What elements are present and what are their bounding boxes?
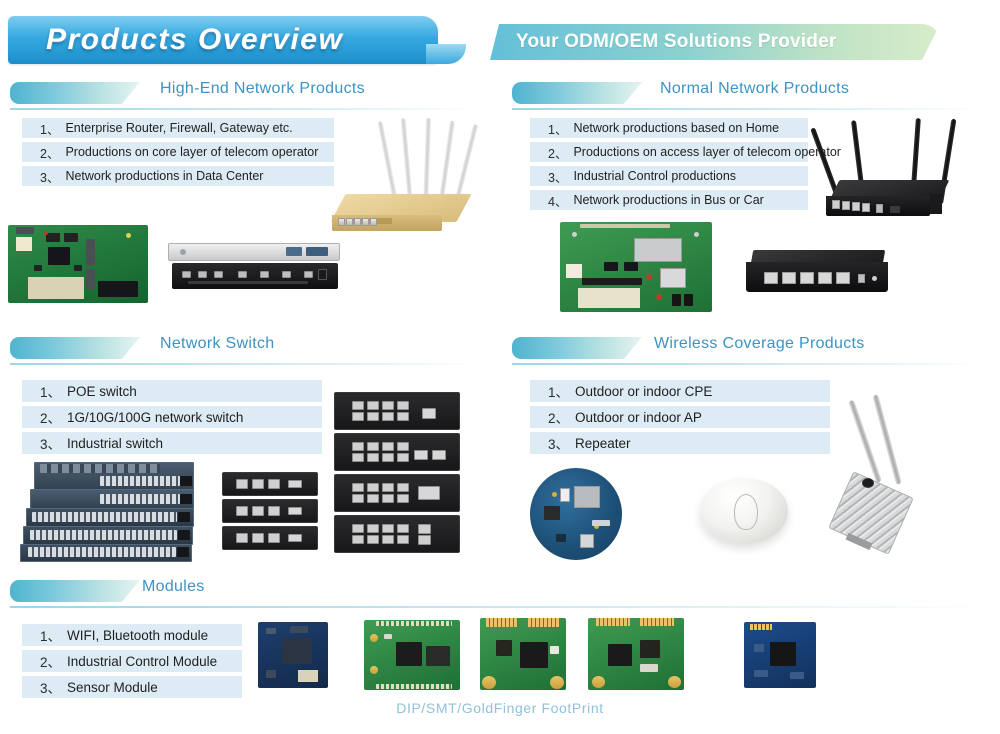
section-swoosh-icon [10,82,140,104]
list-item: 4、 Network productions in Bus or Car [530,190,808,210]
list-item-number: 4、 [548,194,568,209]
list-item: 1、 Enterprise Router, Firewall, Gateway … [22,118,334,138]
list-item-number: 1、 [548,385,570,400]
list-switch: 1、 POE switch 2、 1G/10G/100G network swi… [22,380,322,458]
list-item-number: 3、 [548,170,568,185]
tagline-plate [490,24,940,60]
section-swoosh-icon [512,82,642,104]
section-header-switch: Network Switch [10,335,480,367]
blue-module-board [744,622,816,688]
poe-switch-stack [334,392,460,554]
list-item-number: 1、 [40,122,60,137]
list-item-number: 3、 [40,681,62,696]
list-item: 3、 Industrial switch [22,432,322,454]
list-item: 2、 Productions on core layer of telecom … [22,142,334,162]
mini-pcie-goldfinger-module [480,618,566,690]
small-switch-stack [222,472,318,552]
list-modules: 1、 WIFI, Bluetooth module 2、 Industrial … [22,624,242,702]
section-rule [10,108,480,110]
list-item-label: Industrial switch [67,435,164,451]
section-rule [512,108,982,110]
smt-module-board [364,620,460,690]
list-item: 2、 Industrial Control Module [22,650,242,672]
list-item: 1、 WIFI, Bluetooth module [22,624,242,646]
list-wireless: 1、 Outdoor or indoor CPE 2、 Outdoor or i… [530,380,830,458]
title-plate [8,16,466,64]
list-item-label: Productions on core layer of telecom ope… [65,145,319,159]
section-header-wireless: Wireless Coverage Products [512,335,982,367]
list-item-number: 1、 [548,122,568,137]
list-item: 1、 Outdoor or indoor CPE [530,380,830,402]
list-item-label: Enterprise Router, Firewall, Gateway etc… [65,121,293,135]
list-normal: 1、 Network productions based on Home 2、 … [530,118,841,214]
page-title: Products Overview [46,23,344,56]
section-swoosh-icon [10,580,140,602]
ceiling-dome-ap [700,478,788,548]
header: Products Overview Your ODM/OEM Solutions… [0,0,1000,70]
black-desktop-router [742,250,892,308]
list-item-number: 1、 [40,385,62,400]
list-item-number: 2、 [548,146,568,161]
list-item-label: Outdoor or indoor CPE [575,383,713,399]
list-item-label: WIFI, Bluetooth module [67,627,209,643]
list-item: 1、 Network productions based on Home [530,118,808,138]
section-title-normal: Normal Network Products [660,80,850,97]
outdoor-cpe-antenna [820,390,990,560]
list-high-end: 1、 Enterprise Router, Firewall, Gateway … [22,118,334,190]
list-item-number: 2、 [40,146,60,161]
rackmount-server-appliance [168,243,340,295]
list-item: 3、 Repeater [530,432,830,454]
list-item-label: POE switch [67,383,137,399]
section-title-high-end: High-End Network Products [160,80,365,97]
list-item: 3、 Network productions in Data Center [22,166,334,186]
list-item-number: 2、 [40,655,62,670]
list-item-label: Repeater [575,435,631,451]
list-item-number: 3、 [40,170,60,185]
section-swoosh-icon [10,337,140,359]
list-item-label: Network productions based on Home [573,121,780,135]
list-item: 3、 Industrial Control productions [530,166,808,186]
list-item-label: Productions on access layer of telecom o… [573,145,841,159]
section-swoosh-icon [512,337,642,359]
list-item-number: 2、 [548,411,570,426]
section-header-modules: Modules [10,578,992,610]
list-item-label: Industrial Control Module [67,653,218,669]
section-header-normal: Normal Network Products [512,80,982,112]
section-rule [10,606,992,608]
list-item-label: Sensor Module [67,679,158,695]
list-item-number: 3、 [40,437,62,452]
router-board-pcb [560,222,712,312]
list-item-number: 1、 [40,629,62,644]
tagline: Your ODM/OEM Solutions Provider [516,31,837,52]
section-title-wireless: Wireless Coverage Products [654,335,865,352]
list-item: 1、 POE switch [22,380,322,402]
list-item: 2、 1G/10G/100G network switch [22,406,322,428]
list-item-number: 3、 [548,437,570,452]
sensor-module-board [588,618,684,690]
list-item-label: 1G/10G/100G network switch [67,409,244,425]
footnote: DIP/SMT/GoldFinger FootPrint [396,700,604,716]
enterprise-switch-stack [20,462,210,562]
section-header-high-end: High-End Network Products [10,80,480,112]
list-item-number: 2、 [40,411,62,426]
wifi-bluetooth-module [258,622,328,688]
round-ap-pcb [530,468,622,560]
gold-router-5-antennas [330,108,500,238]
section-rule [512,363,982,365]
list-item-label: Network productions in Bus or Car [573,193,764,207]
network-motherboard-pcb [8,225,148,303]
list-item-label: Outdoor or indoor AP [575,409,702,425]
list-item: 2、 Productions on access layer of teleco… [530,142,841,162]
section-rule [10,363,480,365]
section-title-switch: Network Switch [160,335,275,352]
list-item-label: Industrial Control productions [573,169,737,183]
black-router-4-antennas [810,106,992,236]
list-item: 3、 Sensor Module [22,676,242,698]
list-item-label: Network productions in Data Center [65,169,264,183]
list-item: 2、 Outdoor or indoor AP [530,406,830,428]
section-title-modules: Modules [142,578,205,595]
